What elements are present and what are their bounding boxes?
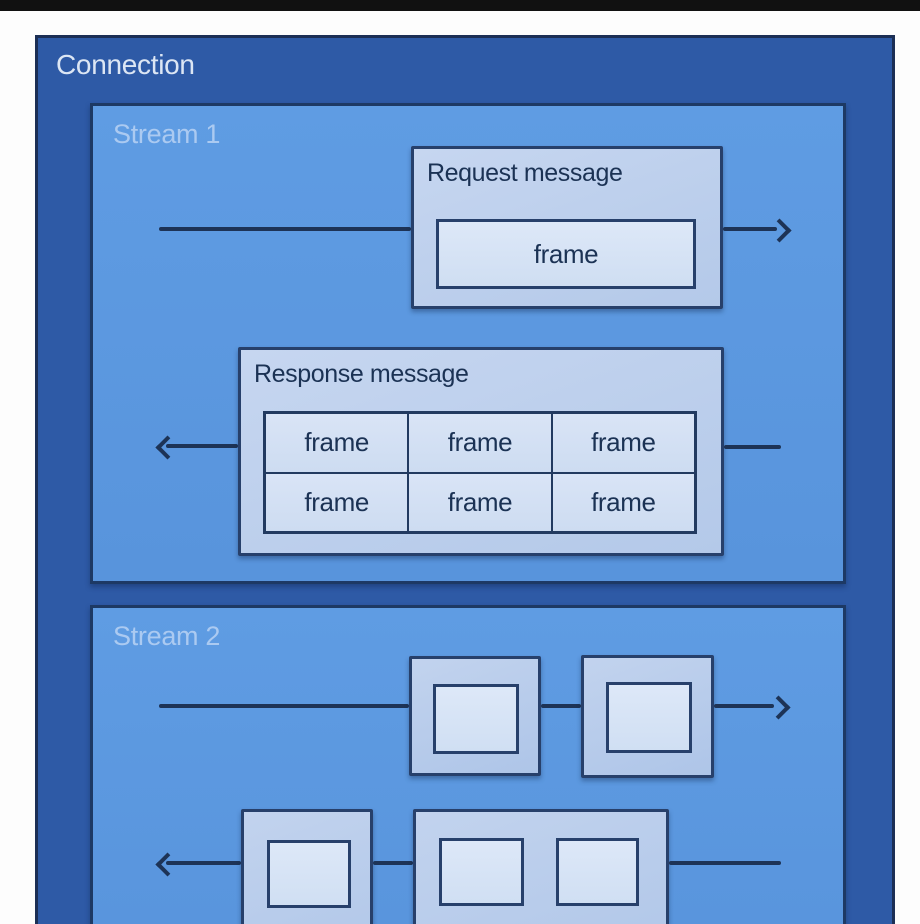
stream-1-label: Stream 1	[113, 119, 221, 149]
frame-placeholder	[433, 684, 519, 754]
frame-cell: frame	[552, 473, 694, 531]
frame-placeholder	[439, 838, 524, 906]
request-line-right	[723, 227, 777, 231]
stream2-bottom-line-mid	[373, 861, 413, 865]
response-line-right	[724, 445, 781, 449]
frame-cell: frame	[266, 414, 408, 472]
frame-cell: frame	[409, 414, 551, 472]
stream-1-box: Stream 1 Request message frame Response …	[90, 103, 846, 584]
frame-placeholder	[267, 840, 351, 908]
frame-placeholder	[606, 682, 692, 753]
stream2-top-line-mid	[541, 704, 581, 708]
stream2-top-line-left	[159, 704, 409, 708]
connection-box: Connection Stream 1 Request message fram…	[35, 35, 895, 924]
frame-cell: frame	[552, 414, 694, 472]
frame-group	[409, 656, 541, 776]
stream-2-box: Stream 2	[90, 605, 846, 924]
top-black-bar	[0, 0, 920, 11]
response-message-title: Response message	[254, 360, 469, 388]
frame-cell: frame	[266, 473, 408, 531]
arrowhead-right-icon	[767, 218, 792, 243]
response-frame-table: frame frame frame frame frame frame	[263, 411, 697, 534]
stream2-bottom-line-right	[669, 861, 781, 865]
stream2-top-line-right	[714, 704, 774, 708]
response-line-left	[166, 444, 238, 448]
frame-group	[241, 809, 373, 924]
connection-label: Connection	[56, 49, 195, 80]
stream-2-label: Stream 2	[113, 621, 221, 651]
frame-group	[413, 809, 669, 924]
frame-cell: frame	[409, 473, 551, 531]
request-message-title: Request message	[427, 159, 623, 187]
request-frame: frame	[436, 219, 696, 289]
request-line-left	[159, 227, 411, 231]
stream2-bottom-line-left	[166, 861, 241, 865]
request-message-box: Request message frame	[411, 146, 723, 309]
response-message-box: Response message frame frame frame frame…	[238, 347, 724, 556]
frame-group	[581, 655, 714, 778]
frame-placeholder	[556, 838, 639, 906]
arrowhead-right-icon	[766, 695, 791, 720]
